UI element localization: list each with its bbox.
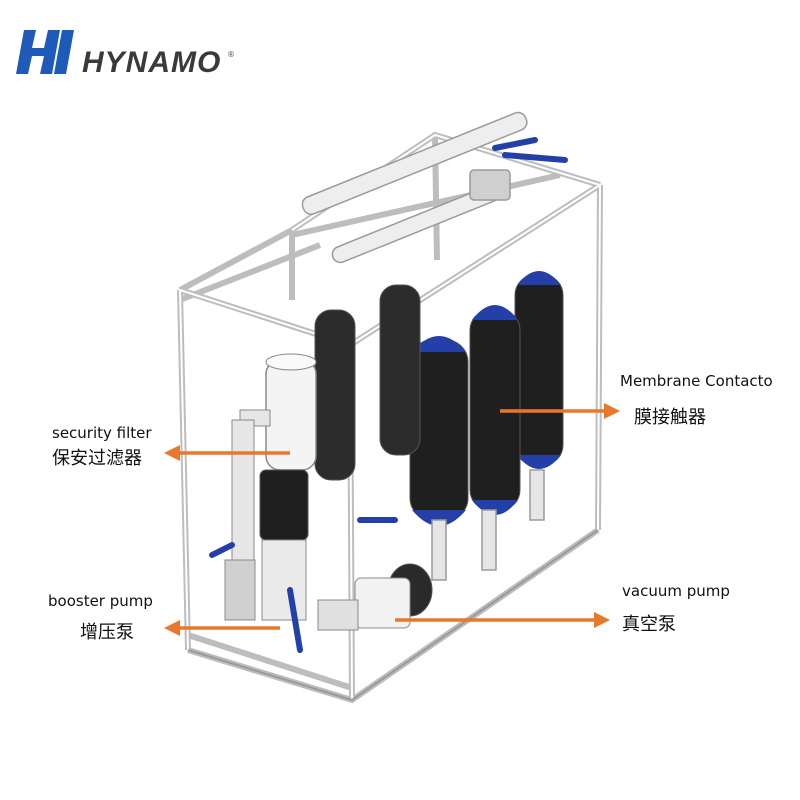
label-vacuum-pump-zh: 真空泵 <box>622 614 676 635</box>
label-security-filter-en: security filter <box>52 424 152 442</box>
label-membrane-contactor-zh: 膜接触器 <box>634 407 706 428</box>
hynamo-logo-icon <box>16 30 74 74</box>
label-booster-pump-zh: 增压泵 <box>80 622 134 643</box>
lower-pipes <box>431 469 545 581</box>
arrow-vacuum-pump <box>395 612 610 628</box>
label-security-filter-zh: 保安过滤器 <box>52 448 142 469</box>
vacuum-pump <box>317 517 433 631</box>
arrow-booster-pump <box>164 620 280 636</box>
vessel-back-1 <box>314 309 356 481</box>
blue-valve-handle <box>492 137 568 163</box>
brand-name: HYNAMO <box>82 46 222 79</box>
callout-arrows <box>164 403 620 636</box>
label-vacuum-pump-en: vacuum pump <box>622 582 730 600</box>
vessel-4 <box>514 271 564 469</box>
base-rail <box>187 529 599 702</box>
arrow-security-filter <box>164 445 290 461</box>
vessel-back-2 <box>379 284 421 456</box>
registered-mark: ® <box>227 50 235 59</box>
label-membrane-contactor-en: Membrane Contacto <box>620 372 773 390</box>
header-pipes <box>301 111 528 264</box>
arrow-membrane-contactor <box>500 403 620 419</box>
label-booster-pump-en: booster pump <box>48 592 153 610</box>
booster-pump <box>209 469 309 653</box>
vessel-2 <box>409 336 469 526</box>
